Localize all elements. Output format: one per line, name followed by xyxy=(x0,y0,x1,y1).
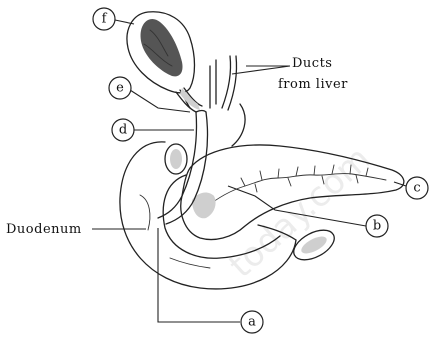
callout-f: f xyxy=(93,8,115,30)
callout-b: b xyxy=(366,215,388,237)
callout-a: a xyxy=(241,311,263,333)
watermark: today.com xyxy=(222,139,379,286)
callout-e: e xyxy=(109,77,131,99)
callout-c-letter: c xyxy=(413,181,420,196)
callout-d-letter: d xyxy=(119,123,127,138)
callout-b-letter: b xyxy=(373,219,381,234)
callout-c: c xyxy=(406,177,428,199)
svg-text:today.com: today.com xyxy=(222,139,379,286)
vessel-section xyxy=(165,144,187,174)
callout-a-letter: a xyxy=(248,315,256,330)
duodenum-label: Duodenum xyxy=(6,222,82,237)
ducts-label-line1: Ducts xyxy=(292,56,332,71)
callout-e-letter: e xyxy=(116,81,124,96)
callout-d: d xyxy=(112,119,134,141)
ducts-label-line2: from liver xyxy=(278,77,348,92)
